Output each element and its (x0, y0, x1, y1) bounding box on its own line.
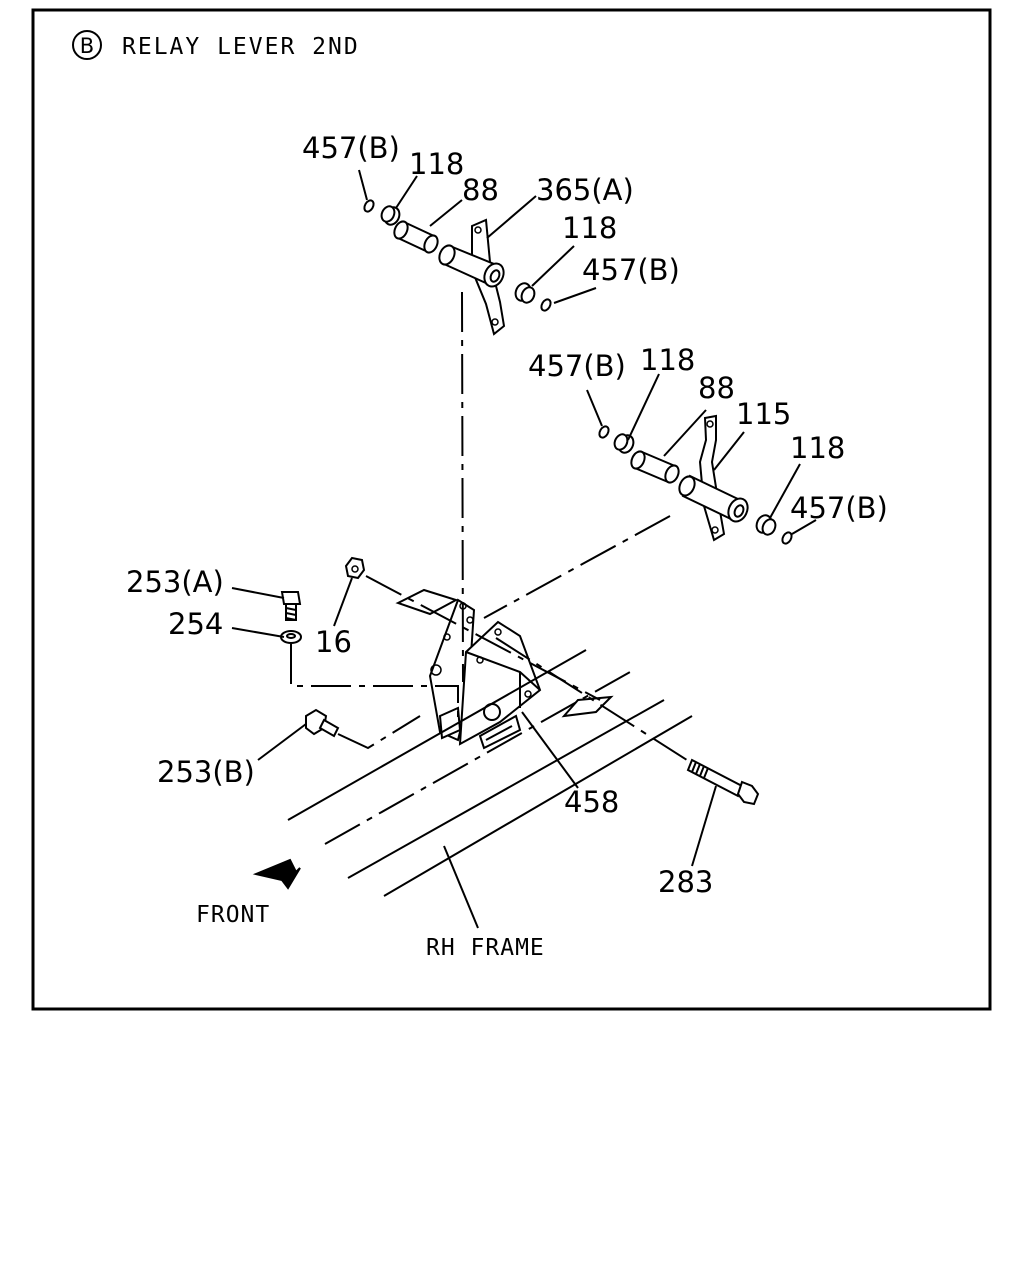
bolt-253b (305, 708, 340, 738)
clip-457b-1 (363, 199, 375, 213)
label-458: 458 (564, 785, 619, 819)
label-118-2: 118 (562, 211, 617, 245)
diagram-border (31, 8, 992, 1011)
label-253a: 253(A) (126, 565, 224, 599)
label-118-4: 118 (790, 431, 845, 465)
clip-457b-2 (540, 298, 552, 312)
bracket-458 (395, 588, 614, 750)
label-283: 283 (658, 865, 713, 899)
label-118-3: 118 (640, 343, 695, 377)
bushing-118-3 (613, 433, 635, 454)
pin-88-2 (630, 450, 680, 484)
front-caption: FRONT (196, 902, 270, 928)
lower-lever-assembly (598, 414, 793, 545)
lower-leader-lines (586, 373, 817, 535)
lever-365a (438, 218, 506, 336)
upper-lever-assembly (363, 199, 552, 336)
lever-115 (678, 414, 749, 542)
label-118-1: 118 (409, 147, 464, 181)
clip-457b-4 (781, 531, 793, 545)
section-badge: B (72, 30, 102, 60)
assembly-lines (290, 291, 691, 763)
label-457b-2: 457(B) (582, 253, 680, 287)
clip-457b-3 (598, 425, 610, 439)
bushing-118-2 (514, 282, 536, 304)
label-16: 16 (315, 625, 352, 659)
diagram-title: RELAY LEVER 2ND (122, 34, 360, 60)
label-115: 115 (736, 397, 791, 431)
badge-letter: B (80, 34, 94, 58)
label-457b-1: 457(B) (302, 131, 400, 165)
rh-frame-lines (287, 649, 693, 897)
rh-frame-caption: RH FRAME (426, 935, 545, 961)
bolt-253a (280, 591, 302, 621)
front-direction-arrow-icon (252, 858, 301, 890)
label-88-2: 88 (698, 371, 735, 405)
bushing-118-4 (755, 514, 777, 536)
label-457b-4: 457(B) (790, 491, 888, 525)
pin-88-1 (393, 220, 439, 254)
label-457b-3: 457(B) (528, 349, 626, 383)
upper-leader-lines (358, 169, 597, 304)
label-88-1: 88 (462, 173, 499, 207)
label-253b: 253(B) (157, 755, 255, 789)
bolt-283 (686, 758, 760, 806)
bracket-leader-lines (231, 577, 717, 929)
nut-16 (344, 556, 366, 580)
label-365a: 365(A) (536, 173, 634, 207)
label-254: 254 (168, 607, 223, 641)
